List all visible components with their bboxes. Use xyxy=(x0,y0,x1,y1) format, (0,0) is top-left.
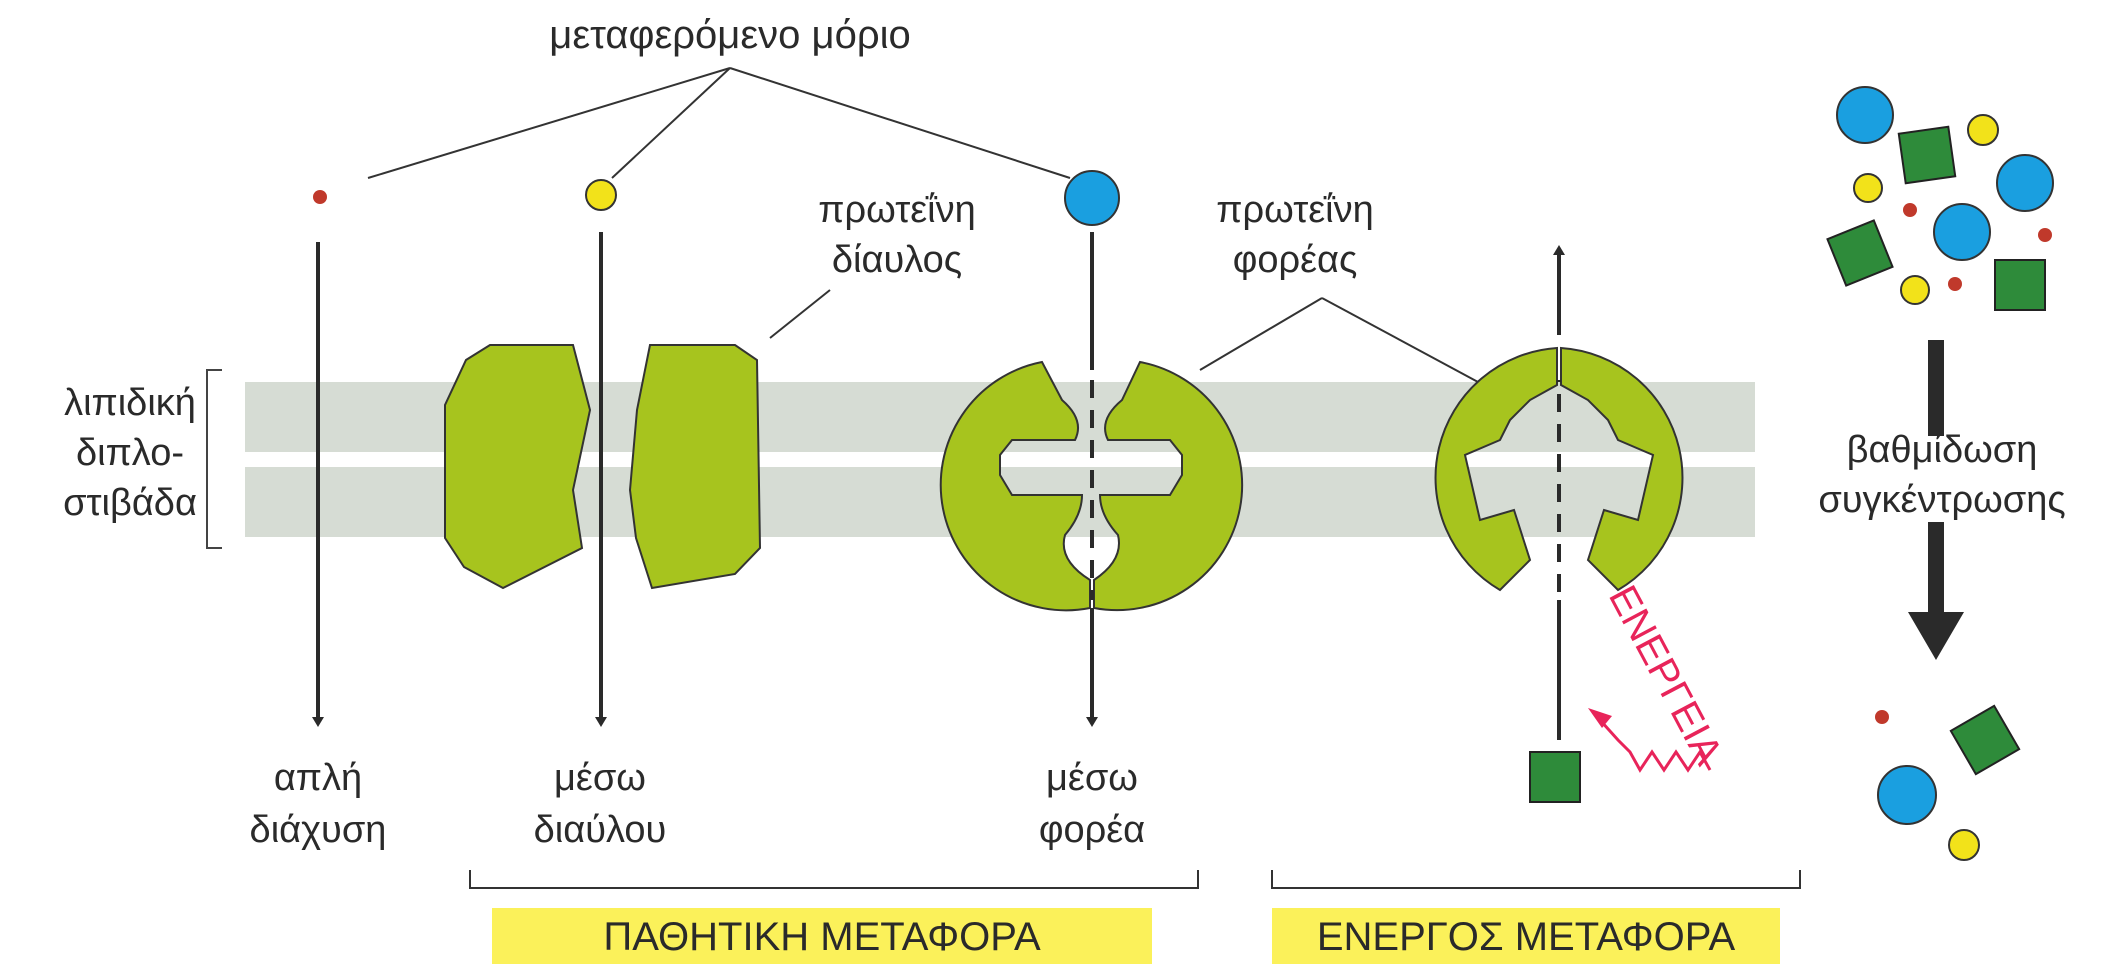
channel-protein-label-2: δίαυλος xyxy=(832,239,962,281)
carrier-protein-label-2: φορέας xyxy=(1233,239,1358,281)
via-channel-label-1: μέσω xyxy=(554,757,646,799)
passive-carrier-left xyxy=(939,360,1091,612)
blue-molecule xyxy=(1064,170,1120,226)
passive-banner xyxy=(492,908,1152,964)
passive-bracket xyxy=(469,870,1199,889)
small-red-molecule xyxy=(313,190,327,204)
carrier-protein-label-1: πρωτεΐνη xyxy=(1216,189,1374,231)
transported-molecule-label: μεταφερόμενο μόριο xyxy=(549,13,910,57)
passive-transport-label: ΠΑΘΗΤΙΚΗ ΜΕΤΑΦΟΡΑ xyxy=(603,915,1041,959)
gradient-arrow xyxy=(1908,340,1964,660)
simple-diffusion-label-1: απλή xyxy=(274,757,362,799)
simple-diffusion-label-2: διάχυση xyxy=(250,809,387,851)
via-carrier-label-1: μέσω xyxy=(1046,757,1138,799)
energy-arrowhead xyxy=(1588,708,1612,728)
energy-squiggle xyxy=(1598,718,1712,773)
carrier-label-lines xyxy=(1199,297,1479,383)
lipid-bilayer-label-2: διπλο- xyxy=(76,432,184,474)
lipid-bilayer-label-1: λιπιδική xyxy=(64,382,196,424)
molecule-label-lines xyxy=(367,67,1071,179)
low-concentration-cluster xyxy=(1875,704,2021,861)
channel-protein-label-1: πρωτεΐνη xyxy=(818,189,976,231)
active-banner xyxy=(1272,908,1780,964)
channel-protein-right xyxy=(628,344,762,590)
active-carrier-right xyxy=(1560,346,1684,592)
via-carrier-label-2: φορέα xyxy=(1039,809,1145,851)
channel-label-line xyxy=(769,289,831,339)
active-transport-label: ΕΝΕΡΓΟΣ ΜΕΤΑΦΟΡΑ xyxy=(1317,915,1736,959)
bilayer-bracket xyxy=(206,369,222,549)
bilayer-upper-layer-right xyxy=(1755,392,1759,393)
yellow-molecule xyxy=(585,179,617,211)
channel-protein-left xyxy=(444,344,592,590)
gradient-label-2: συγκέντρωσης xyxy=(1818,479,2065,521)
active-carrier-left xyxy=(1434,346,1558,592)
passive-carrier-right xyxy=(1093,360,1244,612)
gradient-label-1: βαθμίδωση xyxy=(1847,429,2038,471)
green-square-molecule xyxy=(1529,751,1581,803)
lipid-bilayer-label-3: στιβάδα xyxy=(63,482,197,524)
high-concentration-cluster xyxy=(1826,86,2054,311)
via-channel-label-2: διαύλου xyxy=(534,809,667,851)
active-bracket xyxy=(1271,870,1801,889)
